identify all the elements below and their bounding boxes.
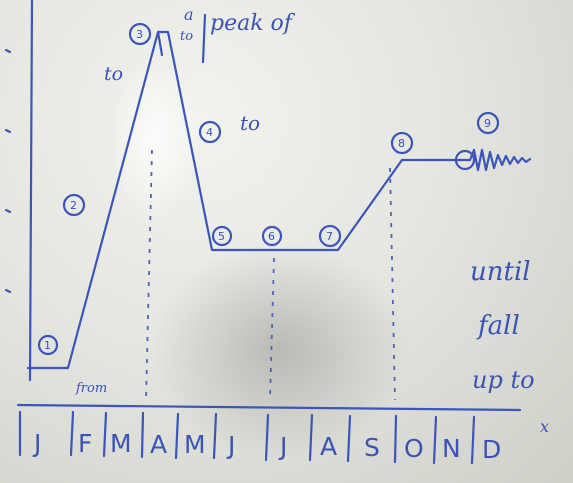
guide-line <box>389 167 396 401</box>
svg-text:6: 6 <box>268 230 275 243</box>
guide-line <box>145 149 153 401</box>
month-label: O <box>404 434 424 463</box>
marker-7: 7 <box>318 224 342 248</box>
svg-text:8: 8 <box>398 137 405 150</box>
month-separators <box>18 410 476 465</box>
note-to-left: to <box>104 63 123 85</box>
note-until: until <box>470 257 531 287</box>
svg-text:5: 5 <box>218 230 225 243</box>
month-label: F <box>78 429 92 458</box>
note-from: from <box>75 381 107 396</box>
note-to-right: to <box>240 111 260 135</box>
month-label: S <box>364 433 380 462</box>
note-fall: fall <box>476 311 520 341</box>
note-peak-of: peak of <box>210 11 296 36</box>
note-up-to: up to <box>472 366 535 394</box>
y-axis-line <box>28 0 34 382</box>
marker-2: 2 <box>62 193 86 217</box>
marker-1: 1 <box>37 334 59 356</box>
month-label: A <box>320 432 337 461</box>
svg-text:9: 9 <box>484 117 491 130</box>
month-label: J <box>226 431 235 460</box>
svg-text:7: 7 <box>326 230 333 243</box>
month-label: M <box>110 429 132 458</box>
marker-8: 8 <box>390 131 414 155</box>
margin-tick <box>4 288 12 294</box>
marker-6: 6 <box>261 225 283 247</box>
marker-3: 3 <box>128 22 152 46</box>
month-label: D <box>482 435 501 464</box>
svg-text:3: 3 <box>136 28 143 41</box>
month-label: J <box>278 432 287 461</box>
note-peak-a: a <box>184 5 194 24</box>
x-axis-line <box>16 403 522 412</box>
svg-text:1: 1 <box>44 339 51 352</box>
marker-9: 9 <box>476 111 500 135</box>
marker-4: 4 <box>198 120 222 144</box>
peak-inner-stroke <box>156 30 164 57</box>
trend-line <box>26 30 442 370</box>
fluctuation-line <box>438 148 532 172</box>
guide-line <box>269 257 275 401</box>
svg-text:4: 4 <box>206 126 213 139</box>
month-label: J <box>32 429 41 458</box>
month-label: M <box>184 430 206 459</box>
wave-start-circle <box>454 149 476 171</box>
month-label: A <box>150 430 167 459</box>
margin-tick <box>4 128 12 134</box>
note-peak-to: to <box>180 29 193 44</box>
margin-tick <box>4 48 12 54</box>
peak-divider <box>201 13 207 64</box>
marker-5: 5 <box>211 225 233 247</box>
svg-text:2: 2 <box>70 199 77 212</box>
month-label: N <box>442 434 461 463</box>
x-axis-label: x <box>540 417 549 436</box>
margin-tick <box>4 208 12 214</box>
